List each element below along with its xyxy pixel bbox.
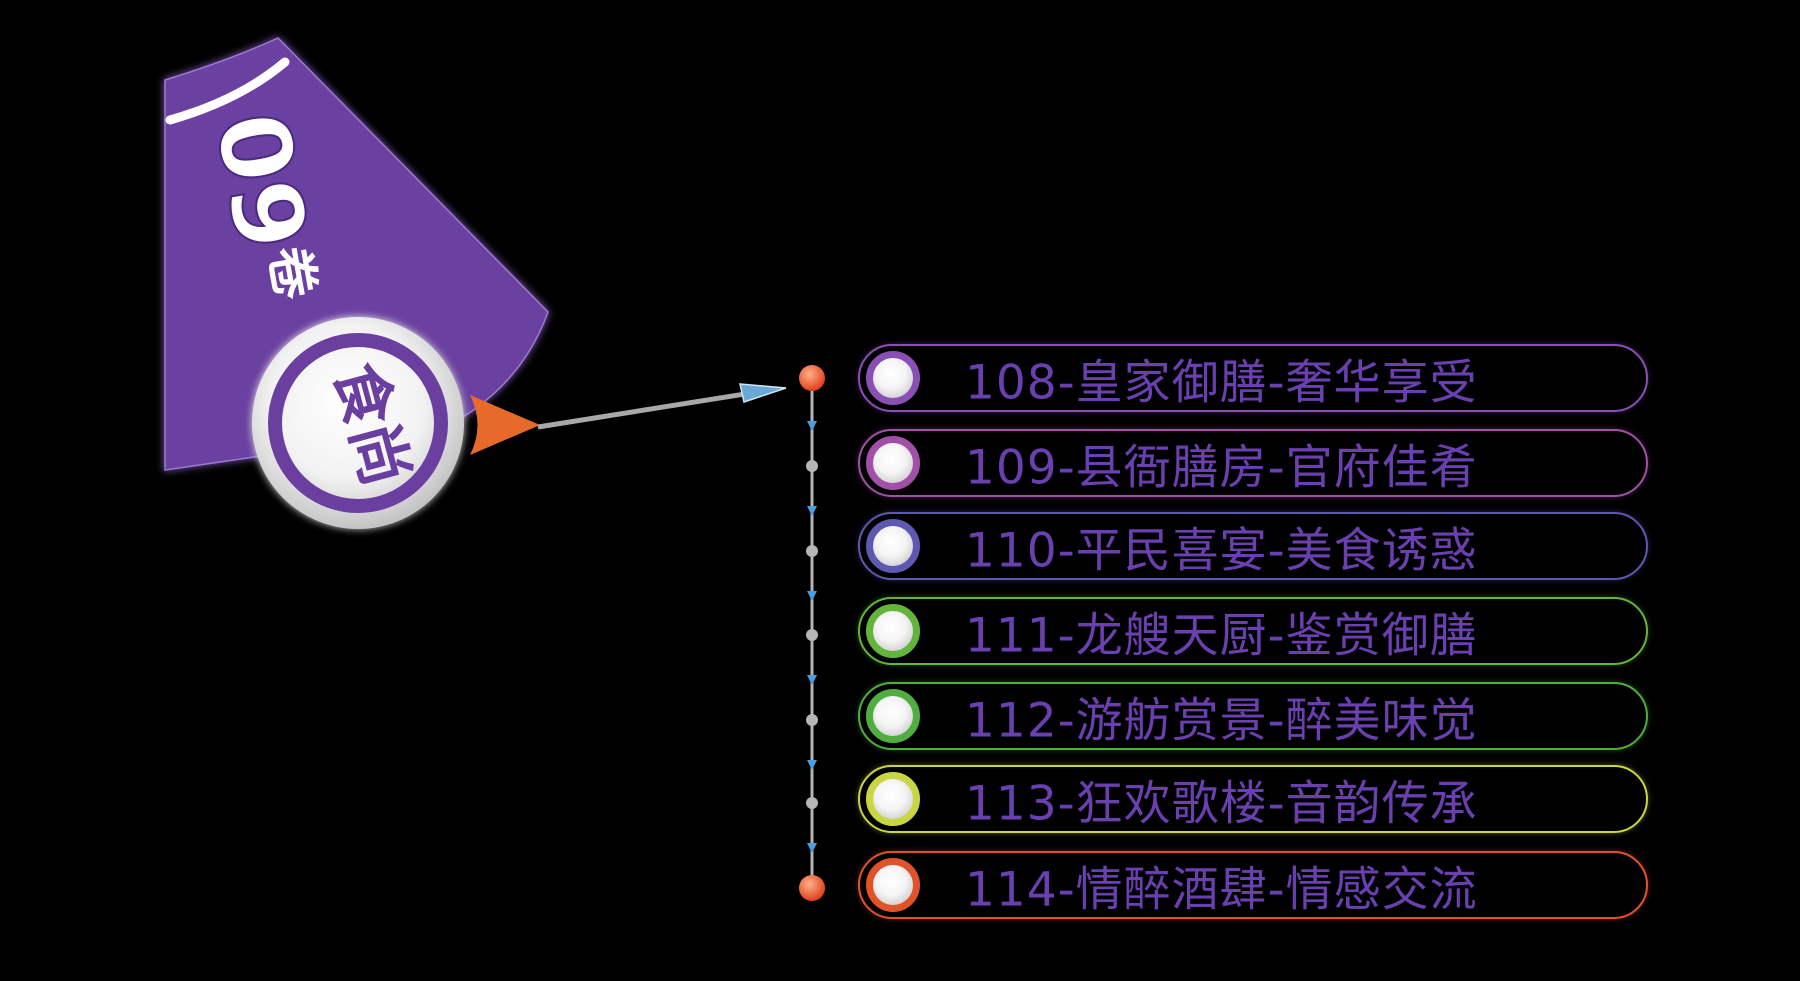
item-bullet [866, 772, 920, 826]
list-item: 112-游舫赏景-醉美味觉 [858, 682, 1648, 750]
item-label: 109-县衙膳房-官府佳肴 [965, 440, 1478, 496]
item-label: 110-平民喜宴-美食诱惑 [965, 523, 1478, 579]
timeline-dot [806, 460, 818, 472]
badge-number: 09 [192, 104, 328, 258]
down-arrow-icon [807, 760, 817, 770]
item-label: 113-狂欢歌楼-音韵传承 [965, 776, 1478, 832]
timeline-dot [806, 797, 818, 809]
list-item: 113-狂欢歌楼-音韵传承 [858, 765, 1648, 833]
pointer-triangle [470, 395, 540, 455]
list-item: 111-龙艘天厨-鉴赏御膳 [858, 597, 1648, 665]
item-label: 112-游舫赏景-醉美味觉 [965, 693, 1478, 749]
down-arrow-icon [807, 506, 817, 516]
list-item: 114-情醉酒肆-情感交流 [858, 851, 1648, 919]
item-bullet [866, 351, 920, 405]
item-label: 111-龙艘天厨-鉴赏御膳 [965, 608, 1478, 664]
item-bullet [866, 604, 920, 658]
timeline [799, 365, 825, 901]
item-label: 114-情醉酒肆-情感交流 [965, 862, 1478, 918]
timeline-dot [806, 629, 818, 641]
item-bullet [866, 519, 920, 573]
badge-volume-char: 卷 [257, 242, 326, 305]
connector-arrow [537, 383, 787, 430]
timeline-node-end [799, 875, 825, 901]
timeline-dot [806, 545, 818, 557]
badge-circle: 食尚 [252, 317, 464, 529]
list-item: 110-平民喜宴-美食诱惑 [858, 512, 1648, 580]
down-arrow-icon [807, 843, 817, 853]
item-bullet [866, 858, 920, 912]
down-arrow-icon [807, 591, 817, 601]
item-bullet [866, 436, 920, 490]
list-item: 108-皇家御膳-奢华享受 [858, 344, 1648, 412]
timeline-dot [806, 714, 818, 726]
down-arrow-icon [807, 421, 817, 431]
badge-fan [164, 37, 549, 471]
item-label: 108-皇家御膳-奢华享受 [965, 355, 1478, 411]
item-bullet [866, 689, 920, 743]
down-arrow-icon [807, 675, 817, 685]
list-item: 109-县衙膳房-官府佳肴 [858, 429, 1648, 497]
timeline-node-start [799, 365, 825, 391]
